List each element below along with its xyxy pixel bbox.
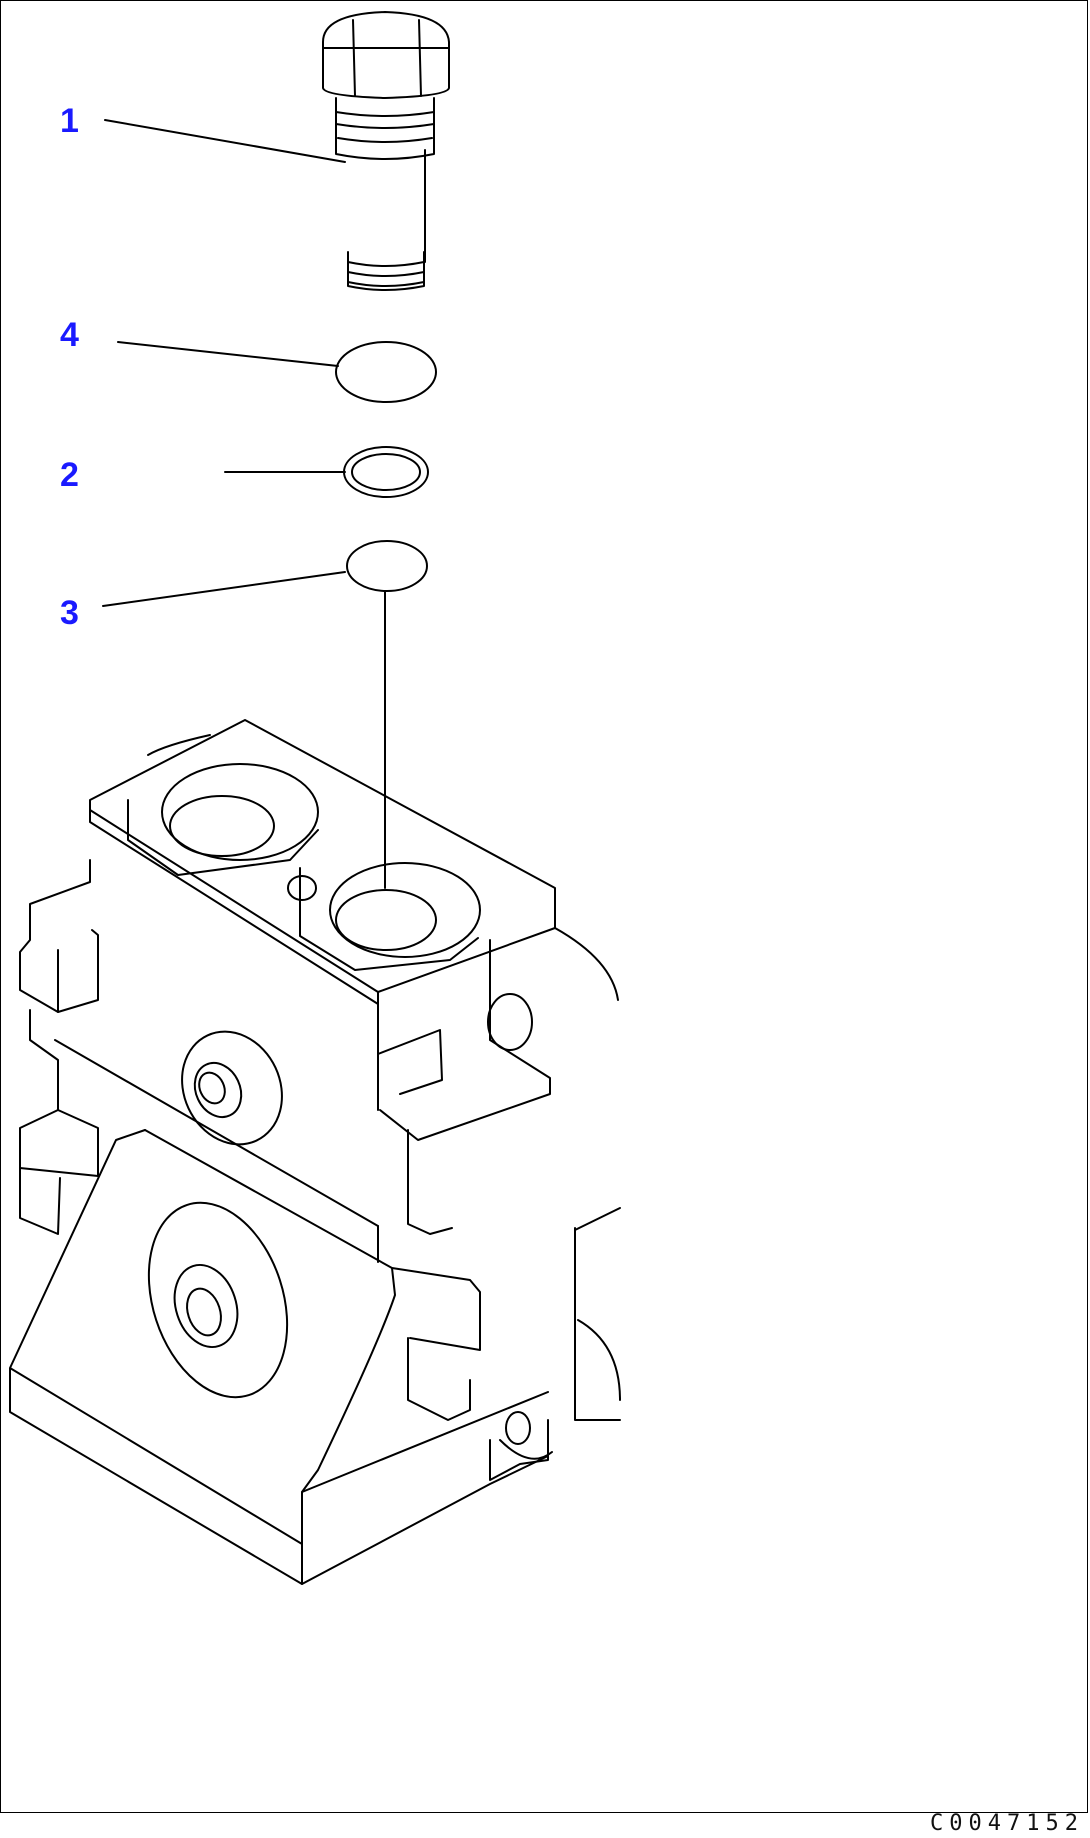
leader-line-3 <box>102 571 346 607</box>
leader-lines <box>102 119 386 889</box>
leader-line-4 <box>117 341 339 367</box>
callout-1: 1 <box>60 102 79 140</box>
valve-block-body <box>9 719 621 1585</box>
callout-4: 4 <box>60 316 79 354</box>
drawing-code: C0047152 <box>930 1811 1084 1836</box>
o-ring-part-4 <box>335 341 437 403</box>
plug-bolt-part <box>322 11 450 291</box>
callout-2: 2 <box>60 456 79 494</box>
leader-line-1 <box>104 119 346 163</box>
washer-part-2 <box>343 446 429 498</box>
callout-3: 3 <box>60 594 79 632</box>
o-ring-part-3 <box>346 540 428 592</box>
